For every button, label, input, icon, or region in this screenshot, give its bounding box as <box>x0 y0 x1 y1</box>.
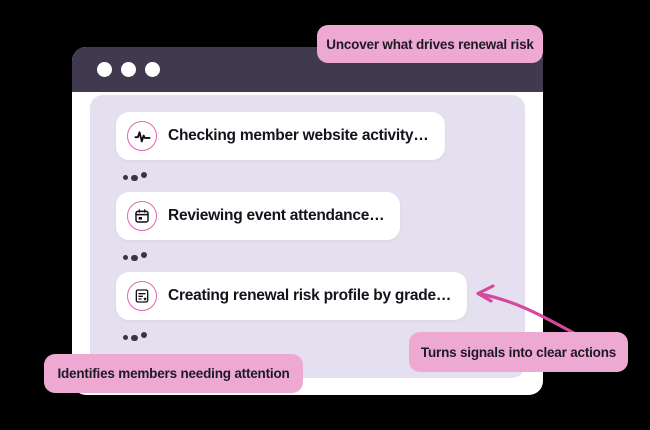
window-dot-close-icon[interactable] <box>97 62 112 77</box>
activity-card-risk-profile[interactable]: Creating renewal risk profile by grade… <box>116 272 468 320</box>
typing-dot-1 <box>123 335 128 340</box>
typing-indicator-3 <box>123 331 525 341</box>
typing-dot-3 <box>140 172 147 178</box>
typing-dot-1 <box>123 175 128 180</box>
typing-dot-3 <box>140 332 147 338</box>
typing-indicator-1 <box>123 171 525 181</box>
activity-card-website[interactable]: Checking member website activity… <box>116 112 445 160</box>
typing-dot-2 <box>131 174 138 181</box>
typing-dot-2 <box>131 334 138 341</box>
callout-pill-bottom: Identifies members needing attention <box>44 354 303 393</box>
window-dot-minimize-icon[interactable] <box>121 62 136 77</box>
activity-card-attendance[interactable]: Reviewing event attendance… <box>116 192 401 240</box>
typing-dot-1 <box>123 255 128 260</box>
report-star-icon <box>127 281 157 311</box>
typing-indicator-2 <box>123 251 525 261</box>
calendar-icon <box>127 201 157 231</box>
activity-card-label: Reviewing event attendance… <box>168 207 385 224</box>
callout-pill-right: Turns signals into clear actions <box>409 332 628 372</box>
activity-pulse-icon <box>127 121 157 151</box>
activity-stream: Checking member website activity… <box>90 95 525 352</box>
window-dot-maximize-icon[interactable] <box>145 62 160 77</box>
activity-card-label: Creating renewal risk profile by grade… <box>168 287 452 304</box>
callout-pill-top: Uncover what drives renewal risk <box>317 25 543 63</box>
agent-activity-panel: Checking member website activity… <box>90 95 525 378</box>
typing-dot-2 <box>131 254 138 261</box>
activity-card-label: Checking member website activity… <box>168 127 429 144</box>
typing-dot-3 <box>140 252 147 258</box>
